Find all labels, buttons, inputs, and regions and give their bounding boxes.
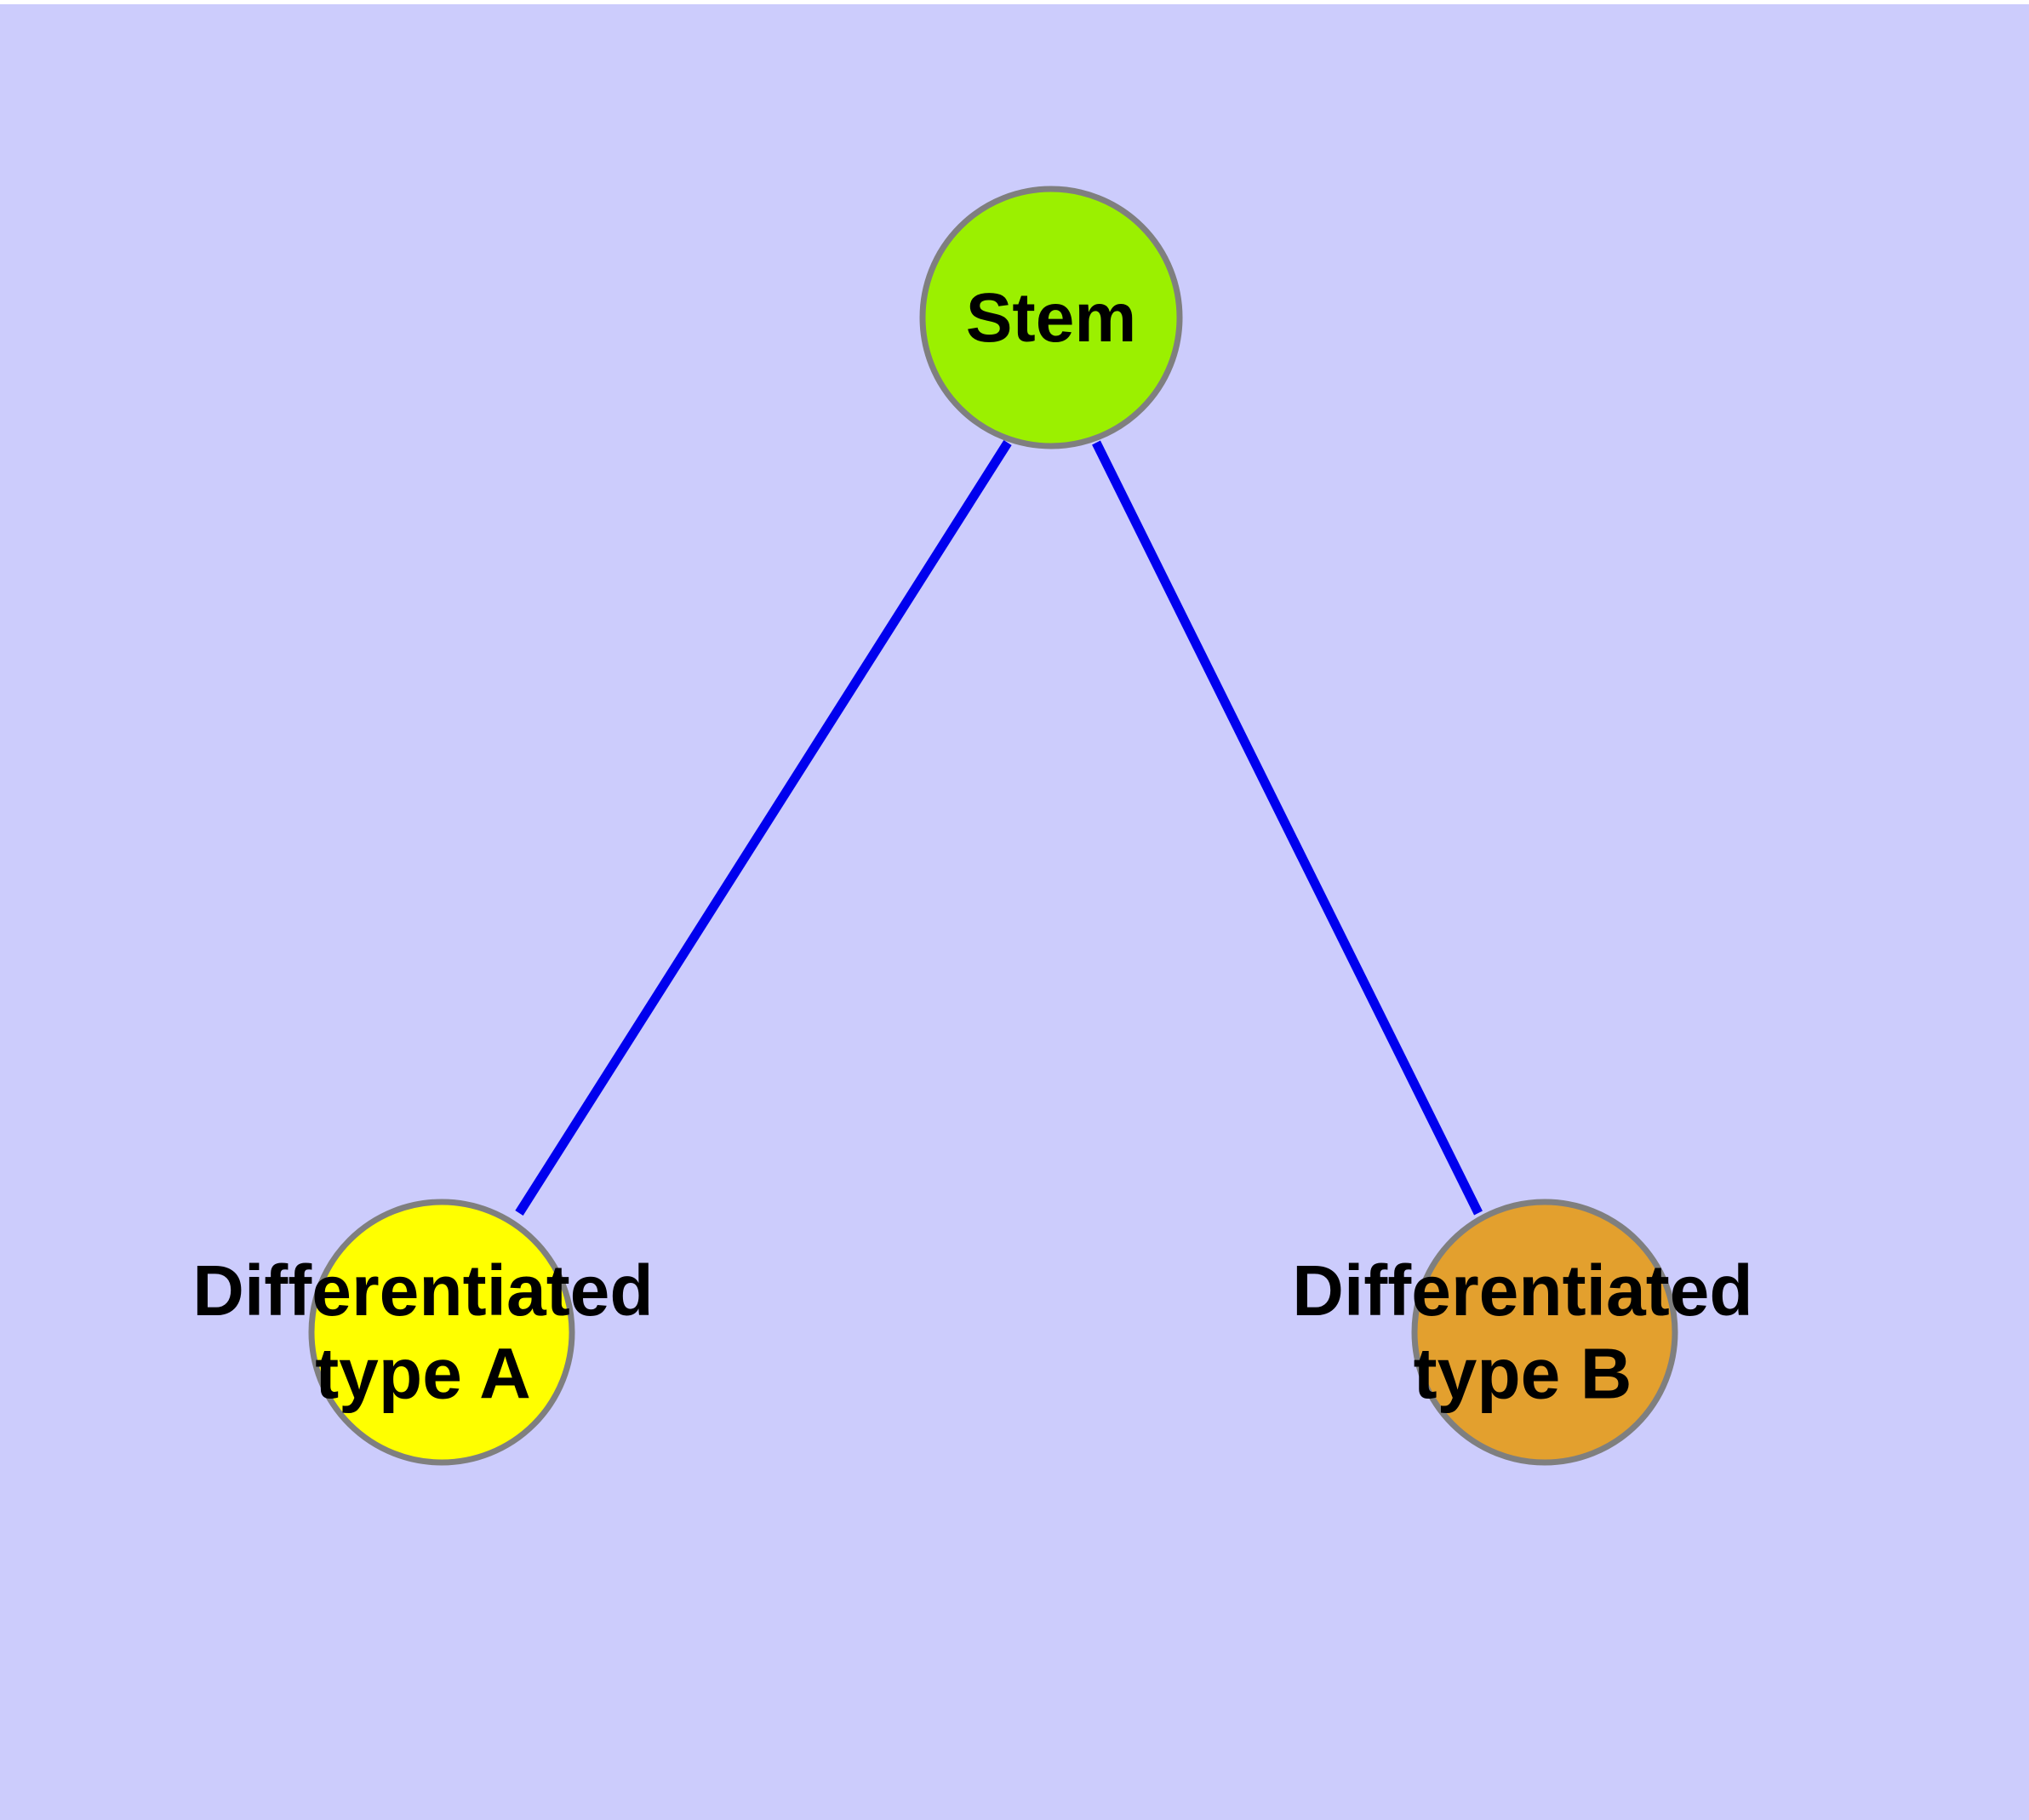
edge-stem-to-differentiated-type-a[interactable] (515, 440, 1012, 1216)
node-stem-circle[interactable] (919, 186, 1183, 449)
edges-group (515, 440, 1483, 1216)
node-differentiated-type-a-circle[interactable] (308, 1199, 575, 1466)
node-differentiated-type-b-circle[interactable] (1411, 1199, 1678, 1466)
node-stem[interactable]: Stem (919, 186, 1183, 449)
node-stem-label: Stem (966, 279, 1137, 357)
edge-stem-to-differentiated-type-b[interactable] (1092, 440, 1483, 1216)
